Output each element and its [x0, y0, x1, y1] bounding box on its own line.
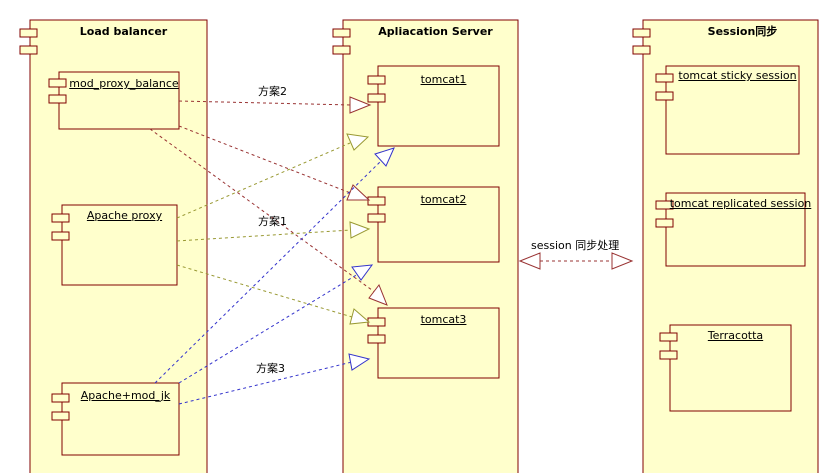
component-tomcat1 — [367, 65, 500, 147]
component-sticky-session — [655, 65, 800, 155]
component-mod-proxy-balance — [48, 71, 180, 130]
component-mod-proxy-balance-label: mod_proxy_balance — [69, 77, 179, 90]
edges-apache-proxy — [176, 133, 371, 325]
component-tomcat2 — [367, 186, 500, 263]
component-terracotta — [659, 324, 792, 412]
component-terracotta-label: Terracotta — [707, 329, 764, 342]
component-tomcat1-label: tomcat1 — [420, 73, 467, 86]
component-apache-proxy-label: Apache proxy — [86, 209, 163, 222]
edge-label-session-sync: session 同步处理 — [531, 239, 620, 252]
component-apache-mod-jk-label: Apache+mod_jk — [80, 389, 171, 402]
edge-session-sync — [518, 252, 634, 270]
container-load-balancer-title: Load balancer — [79, 25, 168, 38]
edge-label-plan3: 方案3 — [256, 362, 285, 375]
edge-label-plan1: 方案1 — [258, 215, 287, 228]
component-apache-mod-jk — [51, 382, 180, 456]
component-tomcat3-label: tomcat3 — [420, 313, 467, 326]
edge-label-plan2: 方案2 — [258, 85, 287, 98]
component-apache-proxy — [51, 204, 178, 286]
edges-mod-jk — [154, 147, 395, 405]
component-tomcat3 — [367, 307, 500, 379]
container-app-server-title: Apliacation Server — [378, 25, 493, 38]
container-session-title: Session同步 — [707, 25, 778, 38]
component-tomcat2-label: tomcat2 — [420, 193, 467, 206]
component-replicated-session — [655, 192, 806, 267]
component-replicated-session-label: tomcat replicated session — [669, 197, 812, 210]
component-sticky-session-label: tomcat sticky session — [678, 69, 797, 82]
